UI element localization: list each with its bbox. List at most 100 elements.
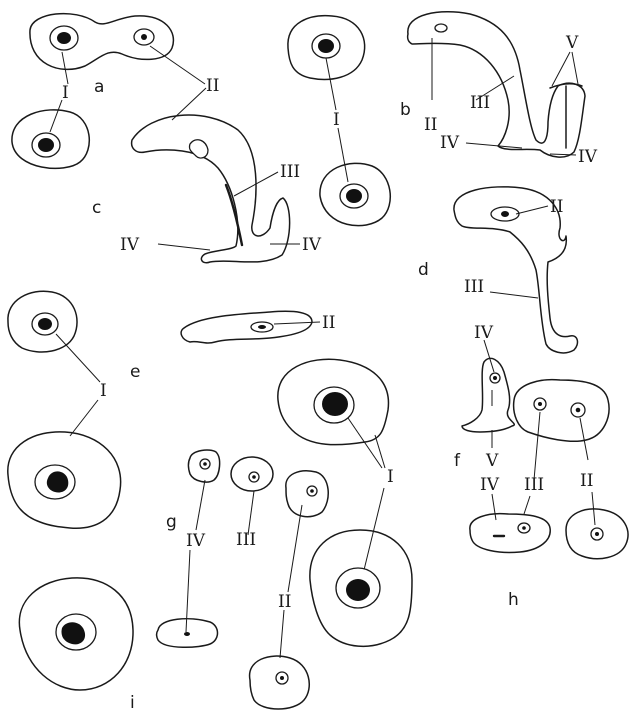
nucleolus bbox=[38, 138, 54, 152]
nucleolus bbox=[501, 211, 509, 217]
nucleolus bbox=[595, 532, 599, 536]
panel-c-crescent-cell bbox=[132, 115, 290, 263]
stage-label-IV: IV bbox=[120, 235, 140, 255]
leader-line bbox=[492, 494, 496, 520]
leader-line bbox=[274, 322, 320, 324]
panel-c: III IV IV c bbox=[92, 115, 322, 263]
nucleolus bbox=[576, 408, 581, 413]
panel-letter-h: h bbox=[508, 590, 519, 610]
leader-line bbox=[338, 128, 348, 182]
panel-e-elongated-cell bbox=[181, 311, 312, 343]
leader-line bbox=[248, 491, 254, 535]
cell-outline bbox=[514, 380, 609, 442]
cell-streak bbox=[226, 185, 242, 245]
stage-label-I: I bbox=[100, 381, 107, 401]
panel-f-stalk-cell bbox=[462, 358, 514, 432]
stage-label-I: I bbox=[387, 467, 394, 487]
leader-line bbox=[466, 143, 522, 148]
cell-outline bbox=[470, 514, 550, 553]
stage-label-III: III bbox=[464, 277, 484, 297]
panel-letter-a: a bbox=[94, 77, 104, 97]
nucleolus bbox=[322, 392, 348, 416]
panel-h: III II IV h bbox=[470, 412, 628, 610]
nucleolus bbox=[38, 318, 52, 330]
stage-label-IV: IV bbox=[186, 531, 206, 551]
leader-line bbox=[375, 435, 385, 468]
stage-label-III: III bbox=[236, 530, 256, 550]
stage-label-III: III bbox=[470, 93, 490, 113]
nucleolus bbox=[203, 462, 207, 466]
panel-g: IV g III II bbox=[157, 450, 329, 709]
nucleolus bbox=[318, 39, 334, 53]
leader-line bbox=[196, 480, 205, 530]
stage-label-II: II bbox=[580, 471, 593, 491]
panel-b-flange bbox=[550, 84, 582, 148]
nucleolus bbox=[184, 632, 190, 636]
panel-letter-f: f bbox=[454, 451, 461, 471]
leader-line bbox=[552, 52, 570, 86]
nucleolus bbox=[522, 526, 526, 530]
cell-outline bbox=[286, 471, 328, 517]
stage-label-IV: IV bbox=[480, 475, 500, 495]
panel-letter-e: e bbox=[130, 362, 140, 382]
stage-label-V: V bbox=[485, 451, 499, 471]
stage-label-II: II bbox=[424, 115, 437, 135]
nucleolus bbox=[280, 676, 284, 680]
stage-label-IV: IV bbox=[578, 147, 598, 167]
stage-label-III: III bbox=[524, 475, 544, 495]
leader-line bbox=[534, 412, 540, 480]
leader-line bbox=[580, 418, 588, 460]
leader-line bbox=[572, 52, 578, 84]
panel-b-hook-cell bbox=[408, 12, 585, 157]
nucleolus bbox=[310, 489, 314, 493]
leader-line bbox=[50, 100, 62, 132]
stage-label-I: I bbox=[62, 83, 69, 103]
leader-line bbox=[364, 488, 384, 570]
panel-i: i bbox=[19, 578, 134, 713]
panel-a: I a II bbox=[12, 14, 220, 169]
nucleus bbox=[435, 24, 447, 32]
nucleolus bbox=[258, 325, 266, 329]
panel-letter-d: d bbox=[418, 260, 429, 280]
panel-letter-c: c bbox=[92, 198, 101, 218]
leader-line bbox=[280, 610, 284, 658]
stage-label-I: I bbox=[333, 110, 340, 130]
panel-letter-i: i bbox=[130, 693, 135, 713]
stage-label-IV: IV bbox=[440, 133, 460, 153]
leader-line bbox=[186, 550, 190, 632]
leader-line bbox=[70, 400, 98, 436]
stage-label-II: II bbox=[322, 313, 335, 333]
stage-label-III: III bbox=[280, 162, 300, 182]
leader-line bbox=[62, 52, 68, 84]
panel-letter-b: b bbox=[400, 100, 411, 120]
nucleolus bbox=[538, 402, 542, 406]
leader-line bbox=[288, 505, 302, 592]
nucleolus bbox=[57, 32, 71, 44]
leader-line bbox=[326, 58, 336, 110]
panel-d: II III d bbox=[418, 187, 577, 353]
nucleus bbox=[189, 140, 208, 158]
nucleolus bbox=[346, 189, 362, 203]
panel-letter-g: g bbox=[166, 512, 177, 532]
stage-label-IV: IV bbox=[302, 235, 322, 255]
stage-label-II: II bbox=[550, 197, 563, 217]
panel-center-right-cells: I bbox=[278, 359, 412, 646]
panel-top-center-cells: I bbox=[288, 16, 390, 226]
nucleolus bbox=[141, 34, 147, 40]
stage-label-II: II bbox=[206, 76, 219, 96]
stage-label-V: V bbox=[565, 33, 579, 53]
nucleolus bbox=[346, 579, 370, 601]
panel-b: II III b V IV IV bbox=[400, 12, 598, 167]
stage-label-IV: IV bbox=[474, 323, 494, 343]
leader-line bbox=[56, 334, 100, 382]
leader-line bbox=[516, 206, 548, 214]
leader-line bbox=[158, 244, 210, 250]
nucleolus bbox=[493, 376, 497, 380]
leader-line bbox=[490, 292, 538, 298]
leader-line bbox=[484, 340, 494, 372]
nucleolus bbox=[252, 475, 256, 479]
leader-line bbox=[150, 46, 205, 84]
leader-line bbox=[524, 496, 530, 514]
stage-label-II: II bbox=[278, 592, 291, 612]
